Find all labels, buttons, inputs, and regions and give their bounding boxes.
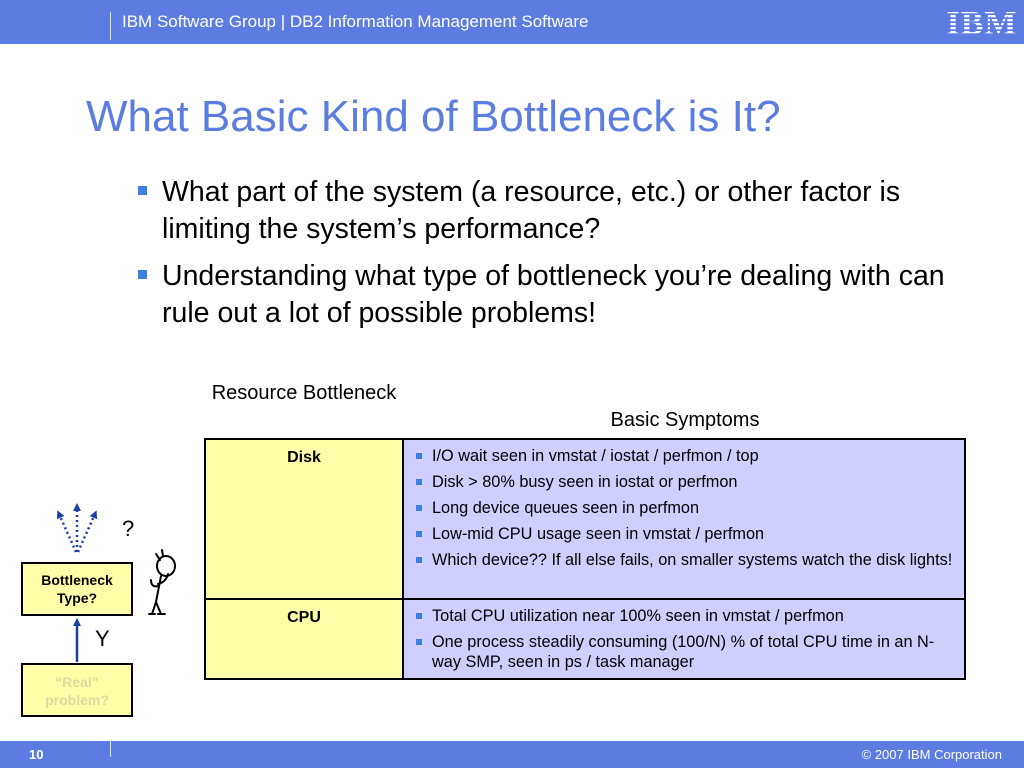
symptom-item: I/O wait seen in vmstat / iostat / perfm… (416, 446, 956, 466)
bullet-square-icon (416, 453, 422, 459)
symptom-item: Low-mid CPU usage seen in vmstat / perfm… (416, 524, 956, 544)
dotted-arrow-right (76, 510, 98, 553)
thinking-person-icon (148, 549, 176, 615)
symptom-text: I/O wait seen in vmstat / iostat / perfm… (432, 447, 759, 465)
real-problem-box: “Real” problem? (21, 663, 133, 717)
resource-cell: CPU (206, 600, 404, 678)
bullet-square-icon (416, 557, 422, 563)
bullet-item: Understanding what type of bottleneck yo… (136, 258, 956, 332)
bullet-square-icon (416, 639, 422, 645)
y-label: Y (95, 626, 110, 651)
table-header-symptoms: Basic Symptoms (610, 409, 760, 431)
page-number: 10 (29, 747, 44, 762)
bottleneck-type-box: Bottleneck Type? (21, 562, 133, 616)
symptoms-cell: Total CPU utilization near 100% seen in … (404, 600, 964, 678)
symptom-item: Total CPU utilization near 100% seen in … (416, 606, 956, 626)
header-separator (110, 12, 111, 40)
symptom-text: Which device?? If all else fails, on sma… (432, 551, 953, 569)
bullet-square-icon (416, 613, 422, 619)
bullet-text: Understanding what type of bottleneck yo… (162, 260, 945, 329)
dotted-arrow-left (56, 510, 78, 553)
header-group-text: IBM Software Group | DB2 Information Man… (122, 12, 589, 31)
bottleneck-table: Disk I/O wait seen in vmstat / iostat / … (204, 438, 966, 680)
bottleneck-flow-diagram: ? Bottleneck Type? Y “Real” problem? (0, 500, 200, 730)
table-row-disk: Disk I/O wait seen in vmstat / iostat / … (206, 440, 964, 598)
footer-separator (110, 741, 111, 757)
bullet-list: What part of the system (a resource, etc… (136, 174, 956, 342)
bullet-square-icon (416, 505, 422, 511)
resource-cell: Disk (206, 440, 404, 598)
table-row-cpu: CPU Total CPU utilization near 100% seen… (206, 598, 964, 678)
symptom-text: Disk > 80% busy seen in iostat or perfmo… (432, 473, 738, 491)
table-header-resource: Resource Bottleneck (211, 382, 397, 404)
bullet-item: What part of the system (a resource, etc… (136, 174, 956, 248)
symptom-item: Which device?? If all else fails, on sma… (416, 550, 956, 570)
ibm-logo-text: IBM (947, 5, 1018, 39)
diagram-arrows (56, 503, 176, 662)
question-mark-label: ? (122, 516, 135, 541)
symptom-text: Long device queues seen in perfmon (432, 499, 700, 517)
footer-bar: 10 © 2007 IBM Corporation (0, 741, 1024, 768)
symptom-item: Long device queues seen in perfmon (416, 498, 956, 518)
symptom-item: Disk > 80% busy seen in iostat or perfmo… (416, 472, 956, 492)
copyright-text: © 2007 IBM Corporation (861, 747, 1002, 762)
slide-title: What Basic Kind of Bottleneck is It? (86, 92, 781, 141)
symptom-text: One process steadily consuming (100/N) %… (432, 633, 935, 671)
bullet-square-icon (416, 479, 422, 485)
symptom-text: Total CPU utilization near 100% seen in … (432, 607, 844, 625)
symptom-item: One process steadily consuming (100/N) %… (416, 632, 956, 672)
bullet-square-icon (416, 531, 422, 537)
bullet-square-icon (138, 270, 147, 279)
bullet-text: What part of the system (a resource, etc… (162, 176, 901, 245)
header-bar: IBM Software Group | DB2 Information Man… (0, 0, 1024, 44)
ibm-logo-icon: IBM (947, 5, 1018, 39)
bullet-square-icon (138, 186, 147, 195)
symptom-text: Low-mid CPU usage seen in vmstat / perfm… (432, 525, 765, 543)
symptoms-cell: I/O wait seen in vmstat / iostat / perfm… (404, 440, 964, 598)
